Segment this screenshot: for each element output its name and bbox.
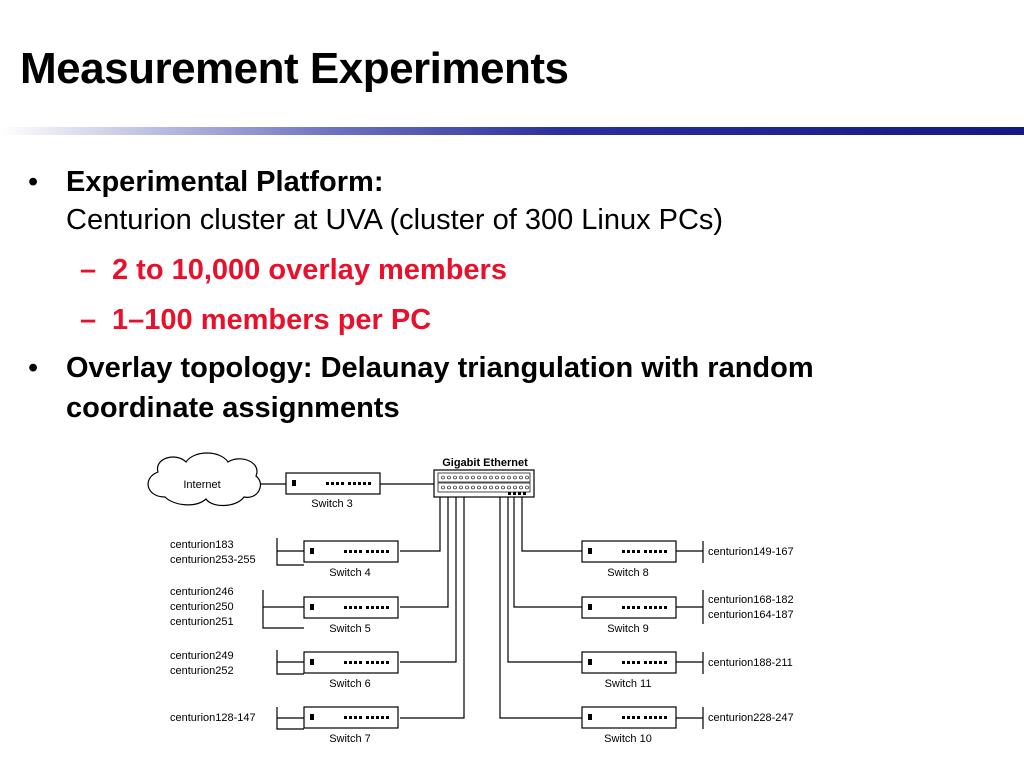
switch-7: Switch 7 <box>303 706 399 745</box>
dash-marker: – <box>80 254 97 286</box>
right-host-labels: centurion149-167 centurion168-182 centur… <box>708 546 794 724</box>
left-host-labels: centurion183 centurion253-255 centurion2… <box>170 539 256 724</box>
bullet-marker: • <box>28 352 39 384</box>
internet-cloud: Internet <box>147 452 261 507</box>
bullet-marker: • <box>28 166 39 198</box>
dash-marker: – <box>80 304 97 336</box>
subitem-1: 2 to 10,000 overlay members <box>112 254 507 286</box>
host-label: centurion250 <box>170 601 234 613</box>
host-label: centurion149-167 <box>708 546 794 558</box>
switch-3-label: Switch 3 <box>311 498 353 510</box>
switch-3: Switch 3 <box>285 472 381 510</box>
switch-11: Switch 11 <box>581 651 677 690</box>
switch-10-label: Switch 10 <box>604 733 652 745</box>
bullet-1-heading: Experimental Platform: <box>66 166 384 198</box>
switch-4: Switch 4 <box>303 540 399 579</box>
switch-6: Switch 6 <box>303 651 399 690</box>
host-label: centurion183 <box>170 539 234 551</box>
host-label: centurion253-255 <box>170 554 256 566</box>
switch-8: Switch 8 <box>581 540 677 579</box>
internet-label: Internet <box>183 479 220 491</box>
switch-10: Switch 10 <box>581 706 677 745</box>
host-label: centurion252 <box>170 665 234 677</box>
switch-6-label: Switch 6 <box>329 678 371 690</box>
slide-title: Measurement Experiments <box>20 44 569 93</box>
gigabit-switch: Gigabit Ethernet <box>433 457 535 498</box>
network-links <box>258 483 704 730</box>
switch-11-label: Switch 11 <box>605 678 652 690</box>
host-label: centurion228-247 <box>708 712 794 724</box>
switch-9-label: Switch 9 <box>607 623 649 635</box>
host-label: centurion128-147 <box>170 712 256 724</box>
host-label: centurion164-187 <box>708 609 794 621</box>
bullet-1-text: Centurion cluster at UVA (cluster of 300… <box>66 204 724 236</box>
title-divider <box>0 127 1024 135</box>
host-label: centurion188-211 <box>708 657 793 669</box>
switch-8-label: Switch 8 <box>607 567 649 579</box>
bullet-2-line-1: Overlay topology: Delaunay triangulation… <box>66 352 814 384</box>
bullet-2-line-2: coordinate assignments <box>66 392 400 424</box>
host-label: centurion251 <box>170 616 234 628</box>
host-label: centurion168-182 <box>708 594 794 606</box>
gigabit-label: Gigabit Ethernet <box>442 457 528 469</box>
switch-7-label: Switch 7 <box>329 733 371 745</box>
switch-5-label: Switch 5 <box>329 623 371 635</box>
switch-4-label: Switch 4 <box>329 567 371 579</box>
subitem-2: 1–100 members per PC <box>112 304 432 336</box>
host-label: centurion246 <box>170 586 234 598</box>
host-label: centurion249 <box>170 650 234 662</box>
switch-5: Switch 5 <box>303 596 399 635</box>
switch-9: Switch 9 <box>581 596 677 635</box>
